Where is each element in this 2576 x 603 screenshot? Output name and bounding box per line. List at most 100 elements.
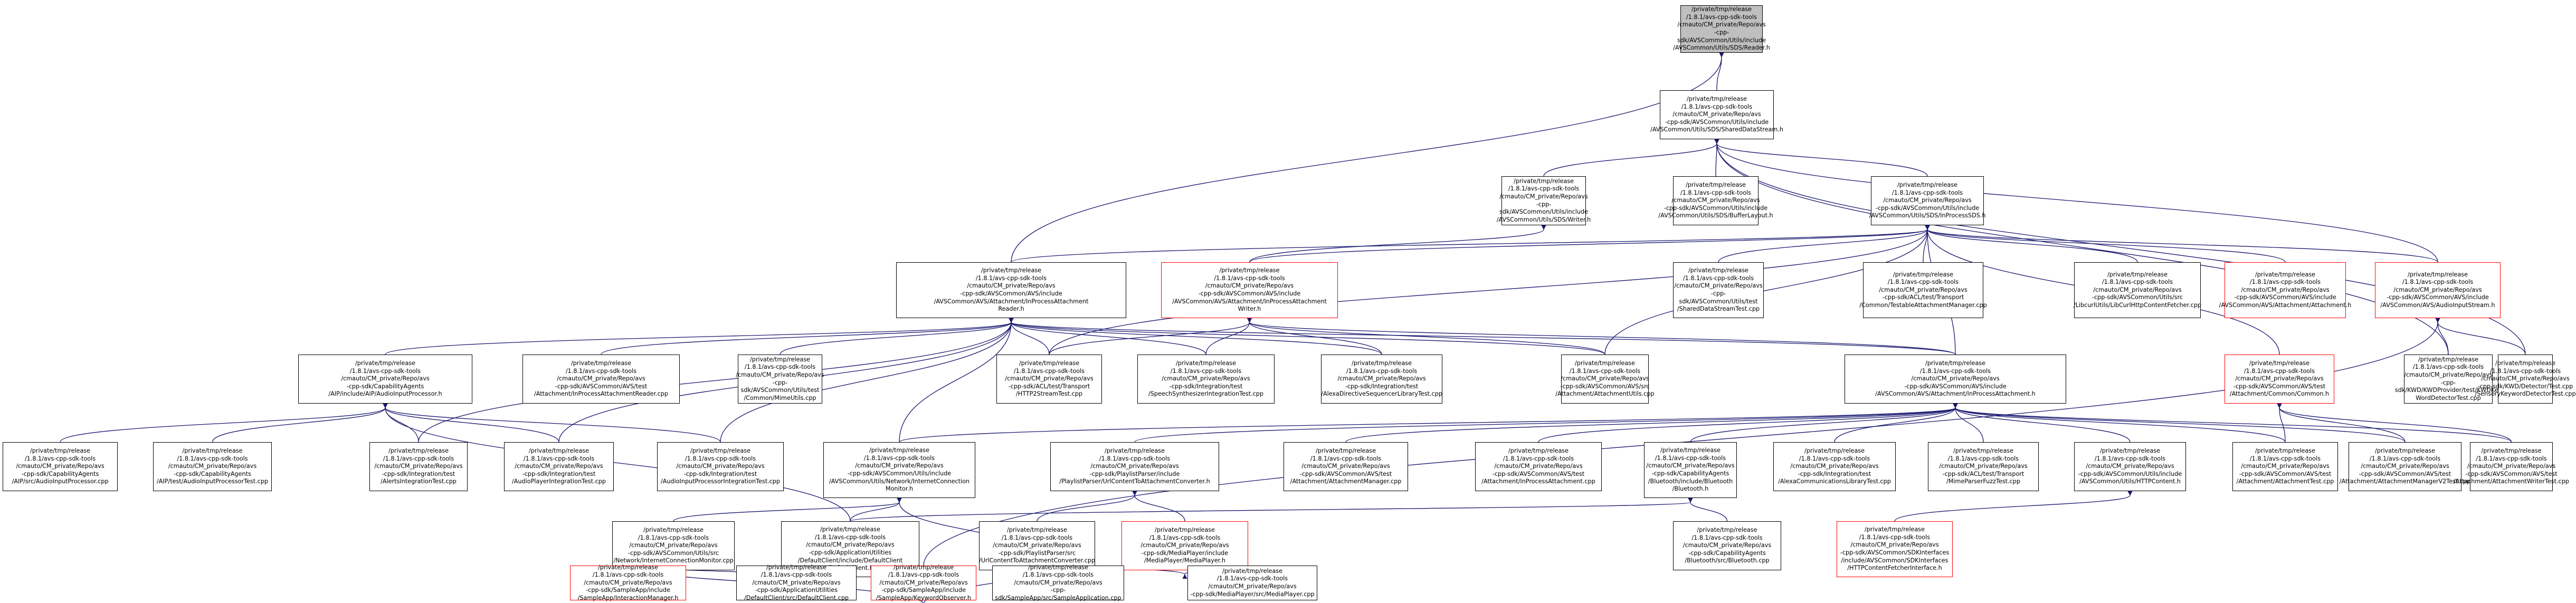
- node-alerts-integration-test-cpp[interactable]: /private/tmp/release /1.8.1/avs-cpp-sdk-…: [369, 442, 468, 491]
- node-alexa-communications-library-test-cpp[interactable]: /private/tmp/release /1.8.1/avs-cpp-sdk-…: [1773, 442, 1896, 491]
- node-in-process-sds-h[interactable]: /private/tmp/release /1.8.1/avs-cpp-sdk-…: [1869, 176, 1985, 225]
- node-interaction-manager-h[interactable]: /private/tmp/release /1.8.1/avs-cpp-sdk-…: [570, 564, 686, 601]
- edge-n10-n5: [1925, 225, 2138, 263]
- node-url-content-to-attachment-converter-cpp[interactable]: /private/tmp/release /1.8.1/avs-cpp-sdk-…: [979, 521, 1095, 570]
- edge-n29-n20: [899, 403, 1959, 443]
- edge-n8-n5: [1718, 225, 1930, 263]
- node-media-player-h[interactable]: /private/tmp/release /1.8.1/avs-cpp-sdk-…: [1121, 521, 1248, 570]
- edge-n12-n2: [1714, 139, 2438, 263]
- node-bluetooth-h[interactable]: /private/tmp/release /1.8.1/avs-cpp-sdk-…: [1644, 442, 1737, 498]
- node-in-process-attachment-reader-cpp[interactable]: /private/tmp/release /1.8.1/avs-cpp-sdk-…: [522, 355, 680, 404]
- edge-n25-n13: [212, 403, 388, 443]
- node-in-process-attachment-writer-h[interactable]: /private/tmp/release /1.8.1/avs-cpp-sdk-…: [1161, 262, 1338, 318]
- node-alexa-directive-sequencer-library-test-cpp[interactable]: /private/tmp/release /1.8.1/avs-cpp-sdk-…: [1321, 355, 1442, 404]
- edge-n18-n6: [1009, 318, 1382, 355]
- node-internet-connection-monitor-cpp[interactable]: /private/tmp/release /1.8.1/avs-cpp-sdk-…: [612, 521, 735, 570]
- edge-n32-n20: [1538, 403, 1958, 443]
- node-audio-player-integration-test-cpp[interactable]: /private/tmp/release /1.8.1/avs-cpp-sdk-…: [504, 442, 614, 491]
- node-in-process-attachment-cpp[interactable]: /private/tmp/release /1.8.1/avs-cpp-sdk-…: [1475, 442, 1602, 491]
- edge-n29-n6: [899, 318, 1014, 443]
- edge-n45-n36: [1894, 491, 2133, 522]
- edge-n12-n5: [1925, 225, 2438, 263]
- edge-n20-n6: [1008, 318, 1956, 355]
- edge-n27-n13: [383, 403, 559, 443]
- node-audio-input-processor-integration-test-cpp[interactable]: /private/tmp/release /1.8.1/avs-cpp-sdk-…: [657, 442, 784, 491]
- node-http2-stream-test-cpp[interactable]: /private/tmp/release /1.8.1/avs-cpp-sdk-…: [996, 355, 1102, 404]
- edge-n20-n7: [1247, 318, 1956, 355]
- node-mime-utils-cpp[interactable]: /private/tmp/release /1.8.1/avs-cpp-sdk-…: [736, 355, 824, 404]
- node-audio-input-processor-cpp[interactable]: /private/tmp/release /1.8.1/avs-cpp-sdk-…: [3, 442, 118, 491]
- edge-n41-n29: [850, 497, 902, 522]
- edge-n38-n20: [1953, 403, 2406, 443]
- edge-n34-n20: [1834, 403, 1958, 443]
- edge-n19-n7: [1247, 318, 1605, 355]
- edge-n19-n6: [1009, 318, 1605, 355]
- node-url-content-to-attachment-converter-h[interactable]: /private/tmp/release /1.8.1/avs-cpp-sdk-…: [1050, 442, 1219, 491]
- edge-n37-n21: [2277, 403, 2286, 443]
- node-in-process-attachment-h[interactable]: /private/tmp/release /1.8.1/avs-cpp-sdk-…: [1845, 355, 2066, 404]
- edge-n39-n20: [1953, 403, 2512, 443]
- node-in-process-attachment-reader-h[interactable]: /private/tmp/release /1.8.1/avs-cpp-sdk-…: [896, 262, 1126, 318]
- edge-n5-n2: [1714, 139, 1928, 177]
- node-keyword-observer-h[interactable]: /private/tmp/release /1.8.1/avs-cpp-sdk-…: [871, 564, 976, 601]
- edge-n28-n6: [720, 318, 1014, 443]
- node-http-content-fetcher-interface-h[interactable]: /private/tmp/release /1.8.1/avs-cpp-sdk-…: [1837, 521, 1953, 577]
- node-kwd-key-word-detector-test-cpp[interactable]: /private/tmp/release /1.8.1/avs-cpp-sdk-…: [2395, 355, 2502, 404]
- edge-n31-n20: [1345, 403, 1958, 443]
- edge-n38-n21: [2277, 403, 2406, 443]
- node-libcurl-http-content-fetcher-cpp[interactable]: /private/tmp/release /1.8.1/avs-cpp-sdk-…: [2074, 262, 2201, 318]
- edge-n41-n33: [850, 497, 1694, 522]
- node-audio-input-processor-test-cpp[interactable]: /private/tmp/release /1.8.1/avs-cpp-sdk-…: [153, 442, 272, 491]
- edge-n11-n5: [1925, 225, 2286, 263]
- edge-n37-n20: [1953, 403, 2286, 443]
- edge-n35-n20: [1953, 403, 1984, 443]
- node-sample-application-cpp[interactable]: /private/tmp/release /1.8.1/avs-cpp-sdk-…: [992, 564, 1124, 601]
- node-attachment-test-cpp[interactable]: /private/tmp/release /1.8.1/avs-cpp-sdk-…: [2232, 442, 2338, 491]
- edge-n7-n3: [1249, 225, 1546, 263]
- node-attachment-writer-test-cpp[interactable]: /private/tmp/release /1.8.1/avs-cpp-sdk-…: [2454, 442, 2569, 491]
- node-speech-synthesizer-integration-test-cpp[interactable]: /private/tmp/release /1.8.1/avs-cpp-sdk-…: [1137, 355, 1275, 404]
- node-mime-parser-fuzz-test-cpp[interactable]: /private/tmp/release /1.8.1/avs-cpp-sdk-…: [1928, 442, 2039, 491]
- node-media-player-cpp[interactable]: /private/tmp/release /1.8.1/avs-cpp-sdk-…: [1187, 566, 1317, 600]
- edge-n30-n20: [1134, 403, 1958, 443]
- edge-n40-n29: [673, 497, 902, 522]
- edge-n14-n6: [601, 318, 1014, 355]
- edge-n17-n6: [1009, 318, 1206, 355]
- node-shared-data-stream-test-cpp[interactable]: /private/tmp/release /1.8.1/avs-cpp-sdk-…: [1673, 262, 1764, 318]
- node-shared-data-stream-h[interactable]: /private/tmp/release /1.8.1/avs-cpp-sdk-…: [1650, 90, 1783, 139]
- edge-n3-n2: [1543, 139, 1719, 177]
- node-internet-connection-monitor-h[interactable]: /private/tmp/release /1.8.1/avs-cpp-sdk-…: [823, 442, 975, 498]
- edge-n39-n21: [2277, 403, 2512, 443]
- edge-n44-n33: [1688, 497, 1728, 522]
- edge-n36-n20: [1953, 403, 2131, 443]
- edge-n15-n6: [780, 318, 1014, 355]
- edge-n23-n2: [1714, 139, 2526, 355]
- edge-n13-n6: [385, 318, 1014, 355]
- edge-n41-n13: [383, 403, 851, 522]
- node-writer-h[interactable]: /private/tmp/release /1.8.1/avs-cpp-sdk-…: [1497, 176, 1591, 225]
- node-audio-input-stream-h[interactable]: /private/tmp/release /1.8.1/avs-cpp-sdk-…: [2375, 262, 2501, 318]
- node-http-content-h[interactable]: /private/tmp/release /1.8.1/avs-cpp-sdk-…: [2074, 442, 2186, 491]
- node-bluetooth-cpp[interactable]: /private/tmp/release /1.8.1/avs-cpp-sdk-…: [1673, 521, 1781, 570]
- node-sensory-keyword-detector-test-cpp[interactable]: /private/tmp/release /1.8.1/avs-cpp-sdk-…: [2475, 355, 2576, 404]
- edge-n7-n5: [1249, 225, 1930, 263]
- node-default-client-cpp[interactable]: /private/tmp/release /1.8.1/avs-cpp-sdk-…: [736, 564, 857, 601]
- node-attachment-utils-cpp[interactable]: /private/tmp/release /1.8.1/avs-cpp-sdk-…: [1555, 355, 1655, 404]
- node-buffer-layout-h[interactable]: /private/tmp/release /1.8.1/avs-cpp-sdk-…: [1658, 176, 1773, 225]
- node-attachment-h[interactable]: /private/tmp/release /1.8.1/avs-cpp-sdk-…: [2219, 262, 2351, 318]
- edge-n33-n20: [1690, 403, 1958, 443]
- node-audio-input-processor-h[interactable]: /private/tmp/release /1.8.1/avs-cpp-sdk-…: [298, 355, 472, 404]
- edge-n16-n6: [1009, 318, 1050, 355]
- node-attachment-manager-cpp[interactable]: /private/tmp/release /1.8.1/avs-cpp-sdk-…: [1284, 442, 1408, 491]
- edge-n16-n7: [1049, 318, 1252, 355]
- node-reader-h[interactable]: /private/tmp/release /1.8.1/avs-cpp-sdk-…: [1673, 5, 1770, 53]
- edge-n19-n5: [1604, 225, 1930, 355]
- edge-n28-n13: [383, 403, 721, 443]
- edge-n42-n30: [1037, 491, 1137, 522]
- node-common-h[interactable]: /private/tmp/release /1.8.1/avs-cpp-sdk-…: [2225, 355, 2334, 404]
- node-testable-attachment-manager-cpp[interactable]: /private/tmp/release /1.8.1/avs-cpp-sdk-…: [1859, 262, 1987, 318]
- edge-n4-n2: [1714, 139, 1719, 177]
- node-attachment-manager-v2-test-cpp[interactable]: /private/tmp/release /1.8.1/avs-cpp-sdk-…: [2340, 442, 2470, 491]
